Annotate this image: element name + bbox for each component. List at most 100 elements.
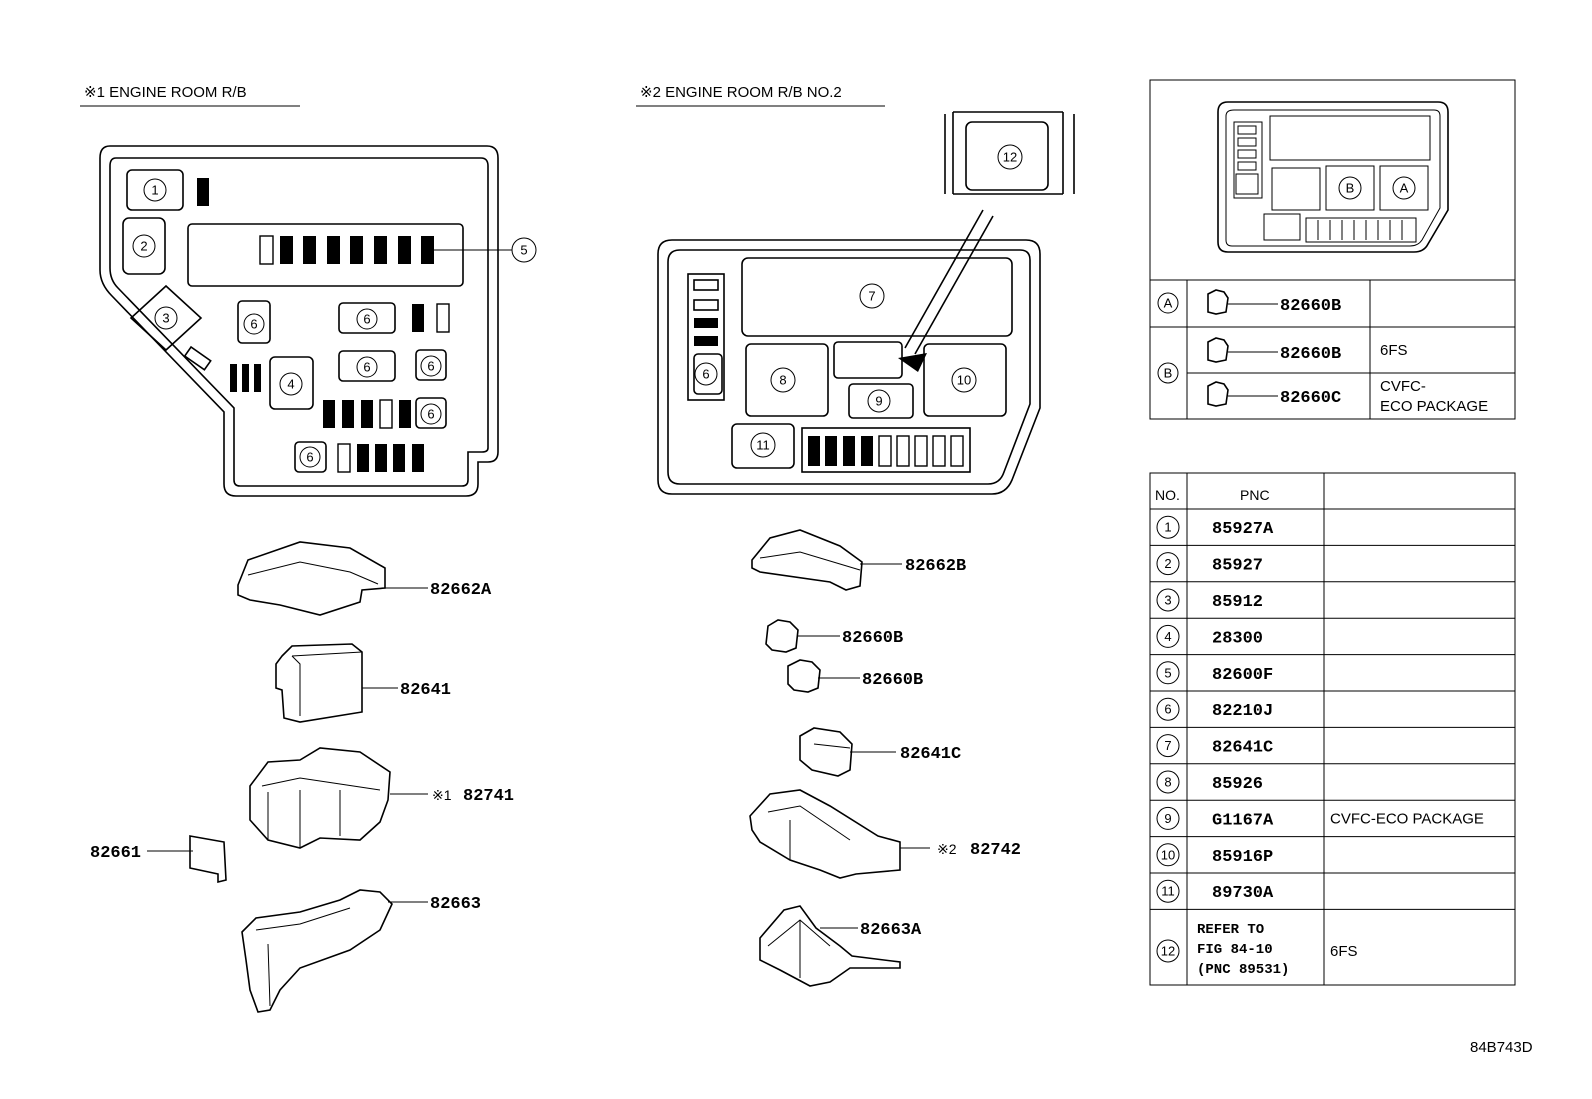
row-number-circle — [1156, 806, 1180, 830]
relay-remark-C2: ECO PACKAGE — [1380, 398, 1488, 415]
svg-text:7: 7 — [868, 289, 875, 304]
callout-6a: 6 — [243, 313, 265, 335]
svg-text:10: 10 — [957, 373, 971, 388]
lower-82663: 82663 — [241, 889, 481, 1013]
row-number-circle — [1156, 770, 1180, 794]
svg-text:4: 4 — [287, 377, 294, 392]
svg-text:6: 6 — [306, 450, 313, 465]
case-82742: ※2 82742 — [749, 789, 1021, 879]
row-number: 6 — [1164, 702, 1171, 717]
row-pnc: 82600F — [1212, 666, 1273, 685]
row-number-circle — [1156, 697, 1180, 721]
row-pnc: 85926 — [1212, 775, 1263, 794]
svg-text:B: B — [1346, 181, 1355, 196]
callout-6e: 6 — [420, 403, 442, 425]
bracket-82661: 82661 — [90, 835, 227, 884]
engine-room-rb2 — [657, 111, 1075, 495]
pn-82742: 82742 — [970, 841, 1021, 860]
rb1-title: ※1 ENGINE ROOM R/B — [84, 84, 247, 101]
callout-8: 8 — [770, 367, 796, 393]
ref-remark: 6FS — [1330, 943, 1358, 960]
pn-82741: 82741 — [463, 787, 514, 806]
relay-remark-B: 6FS — [1380, 342, 1408, 359]
row-number: 2 — [1164, 556, 1171, 571]
pnc-row: 6 82210J — [1156, 697, 1273, 721]
rb2-title: ※2 ENGINE ROOM R/B NO.2 — [640, 84, 842, 101]
row-number: 3 — [1164, 593, 1171, 608]
callout-6b: 6 — [356, 308, 378, 330]
relay-box-table: B A A 82660B B 82660B 6FS 82660C CVFC- E… — [1149, 79, 1516, 420]
relay-pnc-A: 82660B — [1280, 297, 1341, 316]
svg-text:6: 6 — [427, 407, 434, 422]
row-pnc: 85927 — [1212, 557, 1263, 576]
svg-text:6: 6 — [702, 367, 709, 382]
svg-text:12: 12 — [1161, 944, 1175, 959]
pn-82662A: 82662A — [430, 581, 492, 600]
ref-line-2: FIG 84-10 — [1197, 942, 1273, 958]
relay-pnc-B: 82660B — [1280, 345, 1341, 364]
row-number: 9 — [1164, 811, 1171, 826]
callout-rb2-6: 6 — [694, 362, 718, 386]
header-no: NO. — [1155, 487, 1180, 503]
figure-code: 84B743D — [1470, 1039, 1533, 1056]
callout-5: 5 — [511, 237, 537, 263]
svg-text:B: B — [1164, 366, 1173, 381]
callout-9: 9 — [867, 389, 891, 413]
row-number: 11 — [1161, 884, 1175, 899]
pn-82660B-1: 82660B — [842, 629, 903, 648]
cover-82662B: 82662B — [751, 529, 966, 591]
relay-remark-C1: CVFC- — [1380, 378, 1426, 395]
svg-text:6: 6 — [427, 359, 434, 374]
row-pnc: 28300 — [1212, 629, 1263, 648]
row-pnc: 82210J — [1212, 702, 1273, 721]
row-remark: CVFC-ECO PACKAGE — [1330, 810, 1484, 827]
callout-10: 10 — [951, 367, 977, 393]
rb1-callouts: 1 2 3 4 5 6 6 6 6 6 6 — [132, 178, 537, 468]
row-pnc: 85916P — [1212, 848, 1273, 867]
row-number: 1 — [1164, 520, 1171, 535]
row-number-circle — [1156, 879, 1180, 903]
case-mark-2: ※2 — [937, 841, 957, 857]
row-number: 4 — [1164, 629, 1171, 644]
svg-text:6: 6 — [363, 360, 370, 375]
pn-82660B-2: 82660B — [862, 671, 923, 690]
pnc-row: 4 28300 — [1156, 624, 1263, 648]
callout-4: 4 — [279, 372, 303, 396]
row-number-circle — [1156, 552, 1180, 576]
block-82641C: 82641C — [799, 727, 961, 777]
row-number: 10 — [1161, 847, 1175, 862]
engine-room-rb1 — [99, 145, 512, 497]
callout-6f: 6 — [299, 446, 321, 468]
rb2-callouts: 6 7 8 9 10 11 12 — [694, 144, 1023, 458]
row-number-circle — [1156, 588, 1180, 612]
case-82741: ※1 82741 — [249, 747, 514, 849]
svg-text:2: 2 — [140, 239, 147, 254]
svg-text:5: 5 — [520, 243, 527, 258]
relay-row-B: B 82660B 6FS — [1157, 337, 1408, 384]
relay-row-C: 82660C CVFC- ECO PACKAGE — [1207, 378, 1488, 415]
pn-82641C: 82641C — [900, 745, 961, 764]
svg-text:A: A — [1400, 181, 1409, 196]
relay-pnc-C: 82660C — [1280, 389, 1341, 408]
row-number-circle — [1156, 515, 1180, 539]
pnc-row: 10 85916P — [1156, 843, 1273, 867]
relay-row-A: A 82660B — [1157, 289, 1341, 316]
svg-text:3: 3 — [162, 311, 169, 326]
relay-82660B-2: 82660B — [787, 659, 923, 693]
row-pnc: 82641C — [1212, 739, 1273, 758]
svg-text:6: 6 — [250, 317, 257, 332]
callout-3: 3 — [154, 306, 178, 330]
cover-82662A: 82662A — [237, 541, 492, 616]
svg-text:11: 11 — [756, 438, 770, 453]
pn-82663: 82663 — [430, 895, 481, 914]
row-number: 5 — [1164, 665, 1171, 680]
callout-1: 1 — [143, 178, 167, 202]
svg-text:9: 9 — [875, 394, 882, 409]
row-number-circle — [1156, 843, 1180, 867]
callout-6d: 6 — [420, 355, 442, 377]
